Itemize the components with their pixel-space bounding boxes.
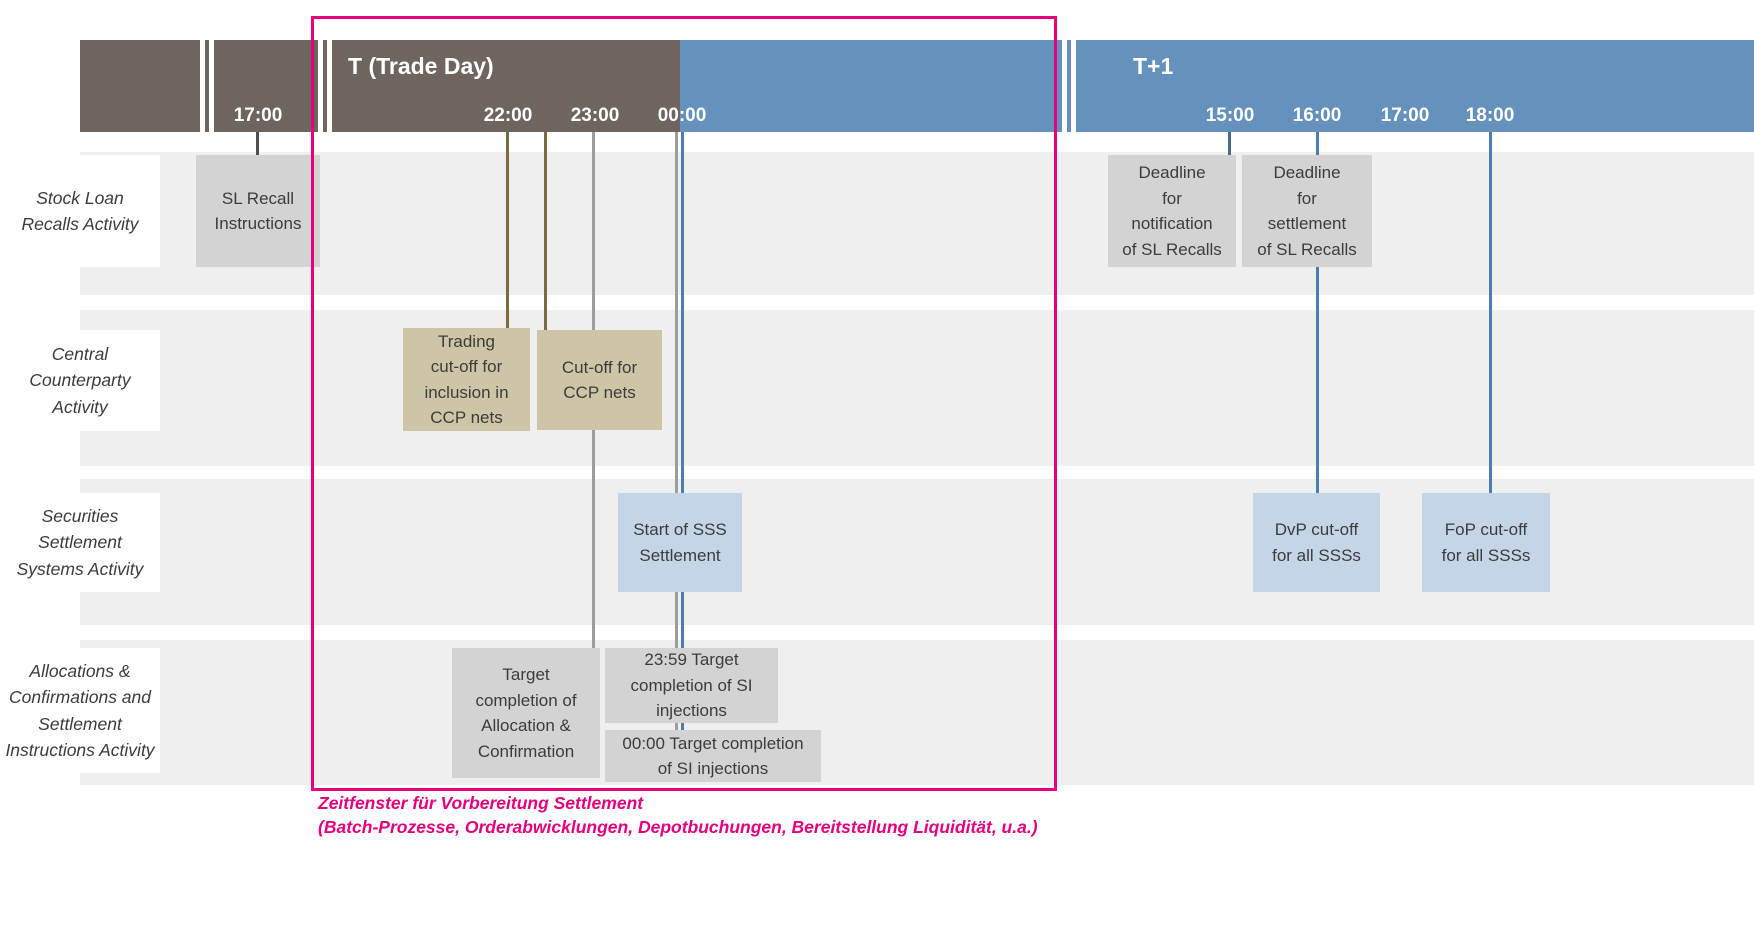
event-box-deadline-settlement-sl-recalls: Deadline for settlement of SL Recalls [1242, 155, 1372, 267]
row-band-central-counterparty [80, 310, 1754, 466]
bar-break-mark [200, 40, 205, 132]
highlight-caption-line1: Zeitfenster für Vorbereitung Settlement [318, 793, 644, 813]
bar-break-mark [327, 40, 332, 132]
connector-line-2359-si-injections [675, 132, 678, 730]
time-label-t1-1500: 15:00 [1205, 105, 1255, 126]
row-label-allocations-confirmations: Allocations & Confirmations and Settleme… [0, 648, 160, 773]
trade-day-bar [80, 40, 680, 132]
time-label-t1-1700: 17:00 [1380, 105, 1430, 126]
event-box-target-completion-si-injections-2359: 23:59 Target completion of SI injections [605, 648, 778, 723]
bar-break-mark [1062, 40, 1067, 132]
row-band-allocations [80, 640, 1754, 785]
highlight-caption-line2: (Batch-Prozesse, Orderabwicklungen, Depo… [318, 817, 1038, 837]
event-box-trading-cutoff-ccp-nets: Trading cut-off for inclusion in CCP net… [403, 328, 530, 431]
event-box-target-completion-allocation-confirmation: Target completion of Allocation & Confir… [452, 648, 600, 778]
connector-line-1800-fop-cutoff [1489, 132, 1492, 493]
t-plus-1-title: T+1 [1133, 53, 1174, 79]
connector-line-1700-sl-recall [256, 132, 259, 155]
event-box-target-completion-si-injections-0000: 00:00 Target completion of SI injections [605, 730, 821, 782]
row-band-stock-loan [80, 152, 1754, 295]
connector-line-ccp-cutoff [544, 132, 547, 330]
connector-line-2200-trading-cutoff [506, 132, 509, 328]
connector-line-0000-sss-settlement [681, 132, 684, 730]
event-box-sl-recall-instructions: SL Recall Instructions [196, 155, 320, 267]
event-box-dvp-cutoff-all-ssss: DvP cut-off for all SSSs [1253, 493, 1380, 592]
time-label-t-2300: 23:00 [570, 105, 620, 126]
trade-day-title: T (Trade Day) [348, 53, 494, 79]
row-label-stock-loan-recalls: Stock Loan Recalls Activity [0, 155, 160, 267]
bar-break-mark [1071, 40, 1076, 132]
bar-break-mark [318, 40, 323, 132]
bar-break-mark [209, 40, 214, 132]
connector-line-1500-deadline-notification [1228, 132, 1231, 155]
event-box-start-sss-settlement: Start of SSS Settlement [618, 493, 742, 592]
row-label-central-counterparty: Central Counterparty Activity [0, 330, 160, 431]
event-box-cutoff-ccp-nets: Cut-off for CCP nets [537, 330, 662, 430]
time-label-t1-1600: 16:00 [1292, 105, 1342, 126]
event-box-fop-cutoff-all-ssss: FoP cut-off for all SSSs [1422, 493, 1550, 592]
t-plus-1-bar [680, 40, 1754, 132]
time-label-t-2200: 22:00 [483, 105, 533, 126]
row-label-securities-settlement: Securities Settlement Systems Activity [0, 493, 160, 592]
time-label-t1-1800: 18:00 [1465, 105, 1515, 126]
event-box-deadline-notification-sl-recalls: Deadline for notification of SL Recalls [1108, 155, 1236, 267]
time-label-t-0000: 00:00 [657, 105, 707, 126]
time-label-t-1700: 17:00 [233, 105, 283, 126]
connector-line-1600-dvp-cutoff [1316, 132, 1319, 493]
